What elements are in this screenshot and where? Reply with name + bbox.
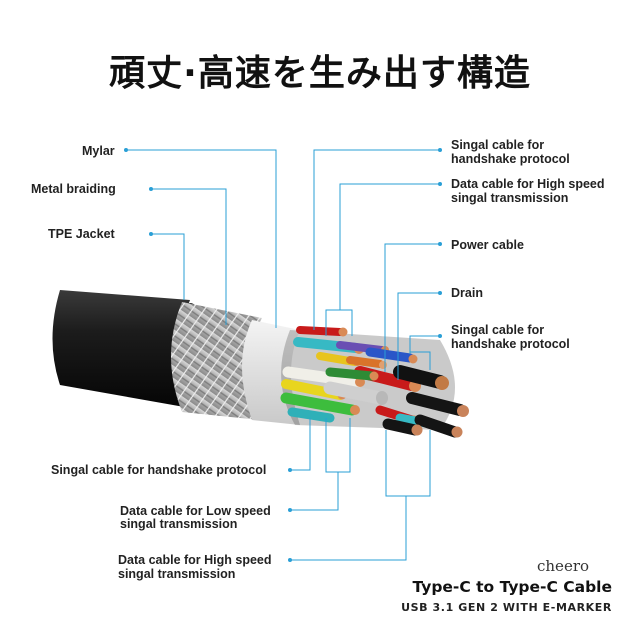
wire-cyan-bottom xyxy=(287,407,335,423)
wire-black-low xyxy=(414,414,463,438)
leader-dot-signal-bottom xyxy=(288,468,292,472)
label-signal-handshake-bottom: Singal cable for handshake protocol xyxy=(51,463,267,477)
leader-power xyxy=(384,243,440,372)
label-signal-handshake-mid-1: Singal cable for xyxy=(451,323,545,337)
label-signal-handshake-top-2: handshake protocol xyxy=(451,152,570,166)
label-mylar: Mylar xyxy=(82,144,115,158)
leader-data-high-bottom xyxy=(290,430,431,561)
wire-green-top xyxy=(325,367,379,381)
label-drain: Drain xyxy=(451,286,483,300)
leader-signal-mid xyxy=(409,335,440,370)
leader-signal-bottom xyxy=(290,418,311,471)
leader-dot-signal-top xyxy=(438,148,442,152)
leader-dot-data-low xyxy=(288,508,292,512)
wire-red-top xyxy=(296,326,348,337)
leader-dot-data-high-top xyxy=(438,182,442,186)
label-data-high-speed-top-2: singal transmission xyxy=(451,191,569,205)
leader-dot-tpe-jacket xyxy=(149,232,153,236)
leader-signal-top xyxy=(313,149,440,330)
wire-foil-silver xyxy=(323,381,388,405)
label-signal-handshake-top-1: Singal cable for xyxy=(451,138,545,152)
wire-black-low2 xyxy=(382,418,423,436)
leader-data-high-top xyxy=(325,183,440,336)
label-data-low-speed-1: Data cable for Low speed xyxy=(120,504,271,518)
wire-black-power xyxy=(393,365,449,390)
label-metal-braiding: Metal braiding xyxy=(31,182,116,196)
leader-metal-braiding xyxy=(151,188,227,325)
leader-tpe-jacket xyxy=(151,233,185,300)
label-tpe-jacket: TPE Jacket xyxy=(48,227,115,241)
leader-dot-mylar xyxy=(124,148,128,152)
leader-dot-metal-braiding xyxy=(149,187,153,191)
wire-green-bottom xyxy=(280,392,360,416)
label-data-high-speed-bottom-2: singal transmission xyxy=(118,567,236,581)
leader-drain xyxy=(397,292,440,380)
product-name: Type-C to Type-C Cable xyxy=(412,578,612,596)
brand-logo: cheero xyxy=(537,557,590,575)
label-data-high-speed-top-1: Data cable for High speed xyxy=(451,177,605,191)
leader-dot-data-high-bottom xyxy=(288,558,292,562)
wire-black-bottom xyxy=(406,392,469,417)
inner-conductors xyxy=(280,326,469,438)
label-data-low-speed-2: singal transmission xyxy=(120,517,238,531)
leader-dot-power xyxy=(438,242,442,246)
wire-blue xyxy=(365,347,418,364)
metal-braiding xyxy=(171,302,262,420)
label-power-cable: Power cable xyxy=(451,238,524,252)
leader-lines xyxy=(124,148,442,562)
leader-dot-drain xyxy=(438,291,442,295)
leader-dot-signal-mid xyxy=(438,334,442,338)
page-title: 頑丈·高速を生み出す構造 xyxy=(109,53,531,94)
product-spec: USB 3.1 GEN 2 WITH E-MARKER xyxy=(401,601,612,614)
label-data-high-speed-bottom-1: Data cable for High speed xyxy=(118,553,272,567)
leader-mylar xyxy=(126,149,277,328)
label-signal-handshake-mid-2: handshake protocol xyxy=(451,337,570,351)
leader-data-low xyxy=(290,418,351,511)
